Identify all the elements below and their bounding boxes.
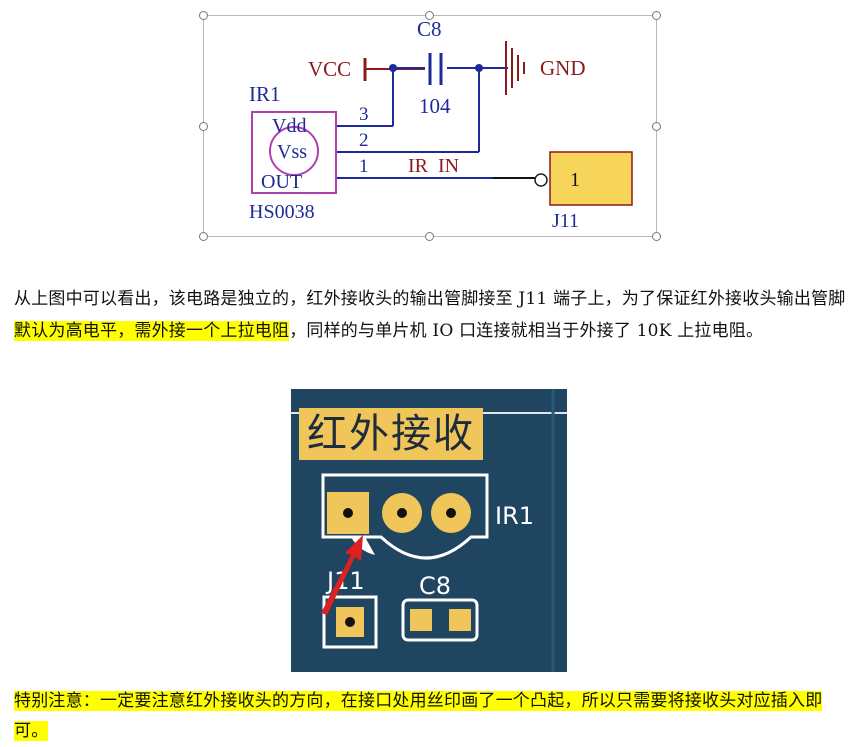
ir1-part-number: HS0038: [249, 201, 315, 223]
ir1-body: [251, 111, 337, 194]
resize-handle-top-center[interactable]: [425, 11, 434, 20]
pin1-number: 1: [359, 156, 369, 177]
explanation-paragraph: 从上图中可以看出，该电路是独立的，红外接收头的输出管脚接至 J11 端子上，为了…: [14, 283, 846, 347]
ir1-ref: IR1: [249, 82, 281, 106]
pin-out-label: OUT: [261, 171, 302, 193]
pin3-number: 3: [359, 104, 369, 125]
c8-pad-2: [449, 609, 471, 631]
j11-pin-number: 1: [570, 169, 580, 191]
ir1-pad-3-hole: [446, 508, 456, 518]
special-note: 特别注意：一定要注意红外接收头的方向，在接口处用丝印画了一个凸起，所以只需要将接…: [14, 686, 846, 746]
special-note-text: 特别注意：一定要注意红外接收头的方向，在接口处用丝印画了一个凸起，所以只需要将接…: [14, 691, 823, 741]
resize-handle-bottom-center[interactable]: [425, 232, 434, 241]
j11-pad-hole: [345, 617, 355, 627]
pcb-layout: IR1 J11 C8: [291, 389, 567, 672]
ir1-pad-2-hole: [397, 508, 407, 518]
ir1-sensor-symbol: [269, 126, 319, 176]
j11-ref: J11: [552, 210, 579, 232]
resize-handle-bottom-left[interactable]: [199, 232, 208, 241]
j11-silkscreen-outline: [322, 595, 378, 649]
pin-vdd-label: Vdd: [272, 115, 306, 137]
net-label-ir-in: IR IN: [408, 155, 459, 177]
resize-handle-middle-right[interactable]: [652, 122, 661, 131]
connector-pin-circle: [534, 173, 548, 187]
resize-handle-top-left[interactable]: [199, 11, 208, 20]
ir-receiver-schematic: VCC C8 104 GND 3 2 1 IR IN IR1 Vdd Vss O…: [249, 17, 633, 232]
resize-handle-middle-left[interactable]: [199, 122, 208, 131]
ir1-silkscreen-outline: [321, 473, 489, 560]
c8-silkscreen-outline: [401, 598, 479, 642]
paragraph-part-2: ，同样的与单片机 IO 口连接就相当于外接了 10K 上拉电阻。: [289, 321, 764, 341]
j11-connector-body: [549, 151, 633, 206]
pin2-number: 2: [359, 130, 369, 151]
red-arrow-icon: [321, 535, 363, 615]
pcb-ir1-label: IR1: [495, 502, 534, 530]
pin-vss-label: Vss: [277, 141, 307, 163]
resize-handle-bottom-right[interactable]: [652, 232, 661, 241]
paragraph-highlight: 默认为高电平，需外接一个上拉电阻: [14, 321, 290, 341]
gnd-label: GND: [540, 56, 586, 80]
vcc-label: VCC: [308, 57, 351, 81]
paragraph-part-1: 从上图中可以看出，该电路是独立的，红外接收头的输出管脚接至 J11 端子上，为了…: [14, 289, 846, 309]
c8-pad-1: [410, 609, 432, 631]
c8-value: 104: [419, 94, 451, 118]
resize-handle-top-right[interactable]: [652, 11, 661, 20]
pcb-title-label: 红外接收: [299, 408, 483, 460]
c8-ref: C8: [417, 17, 442, 41]
pcb-c8-label: C8: [419, 572, 451, 600]
ir1-pad-1-hole: [343, 508, 353, 518]
